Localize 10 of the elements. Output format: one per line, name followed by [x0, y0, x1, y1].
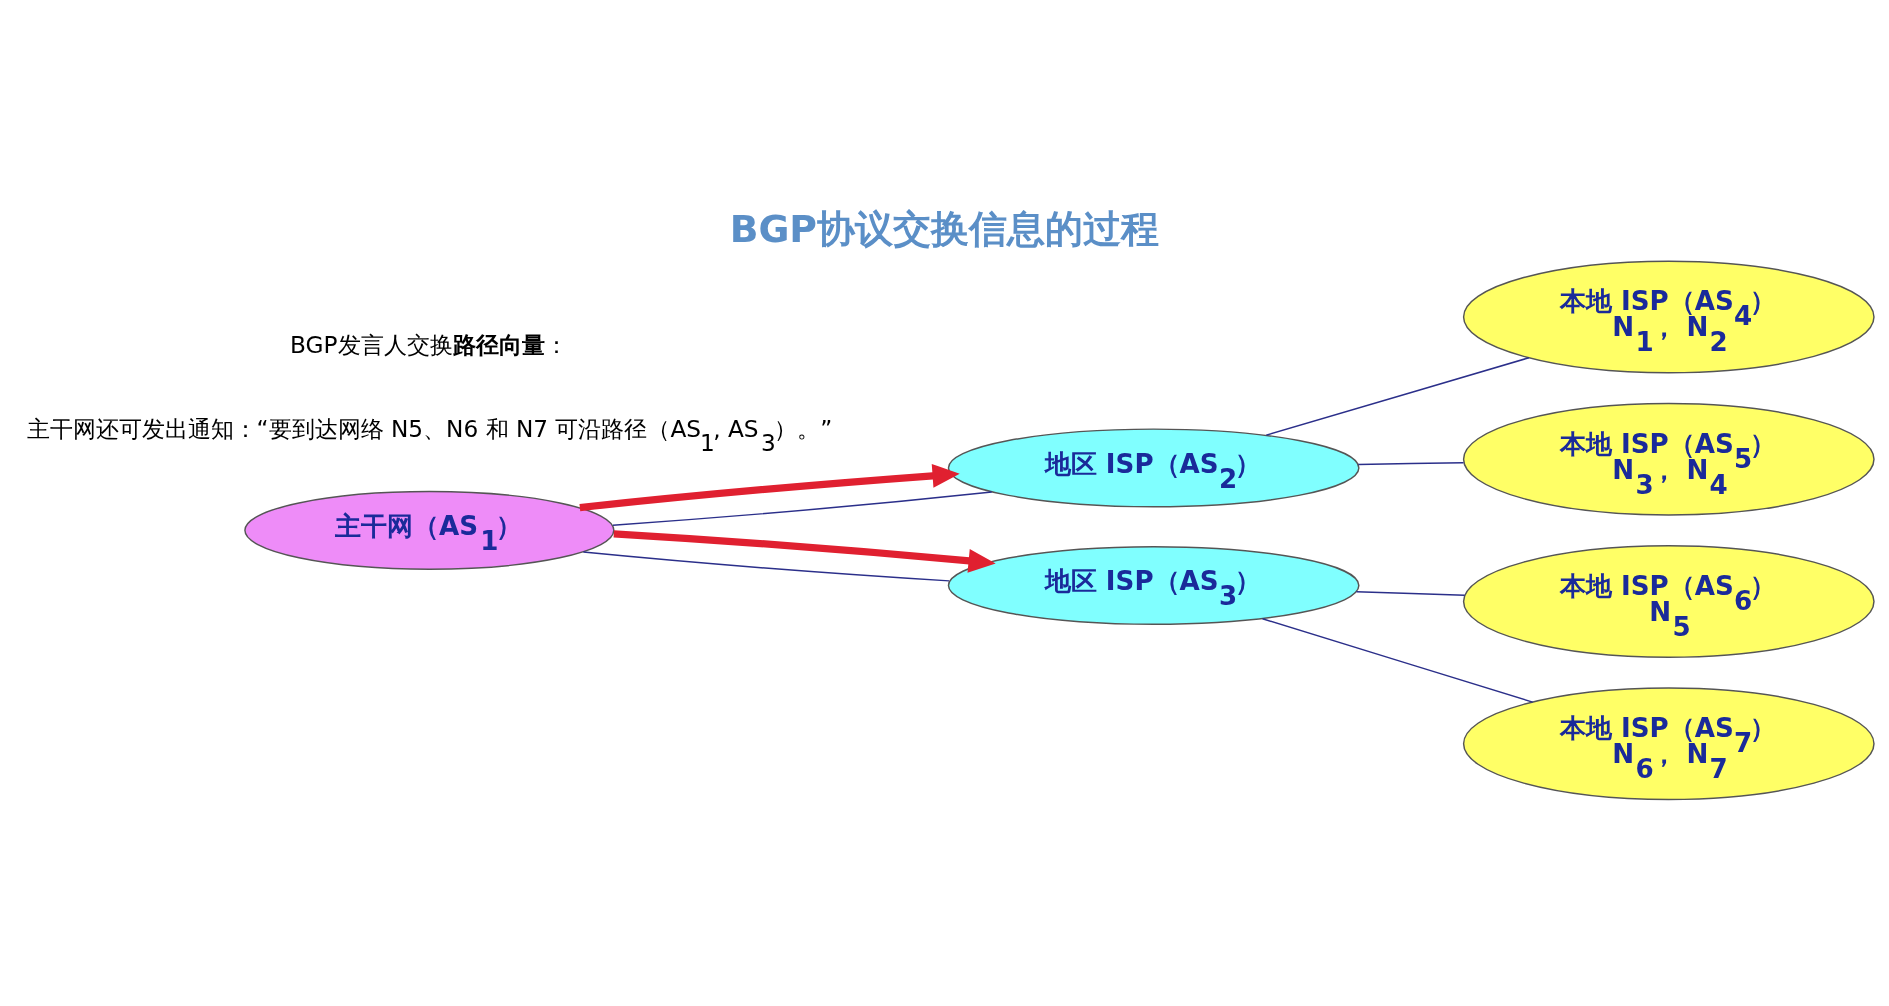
connector [1355, 590, 1466, 596]
diagram-title: BGP协议交换信息的过程 [729, 206, 1160, 251]
connector [1265, 356, 1530, 436]
connector [1357, 461, 1465, 465]
connector [582, 550, 950, 582]
arrow [613, 529, 996, 573]
arrow [579, 463, 960, 511]
label: BGP发言人交换路径向量： [290, 330, 569, 358]
connector [612, 490, 993, 526]
connector [1261, 617, 1534, 703]
